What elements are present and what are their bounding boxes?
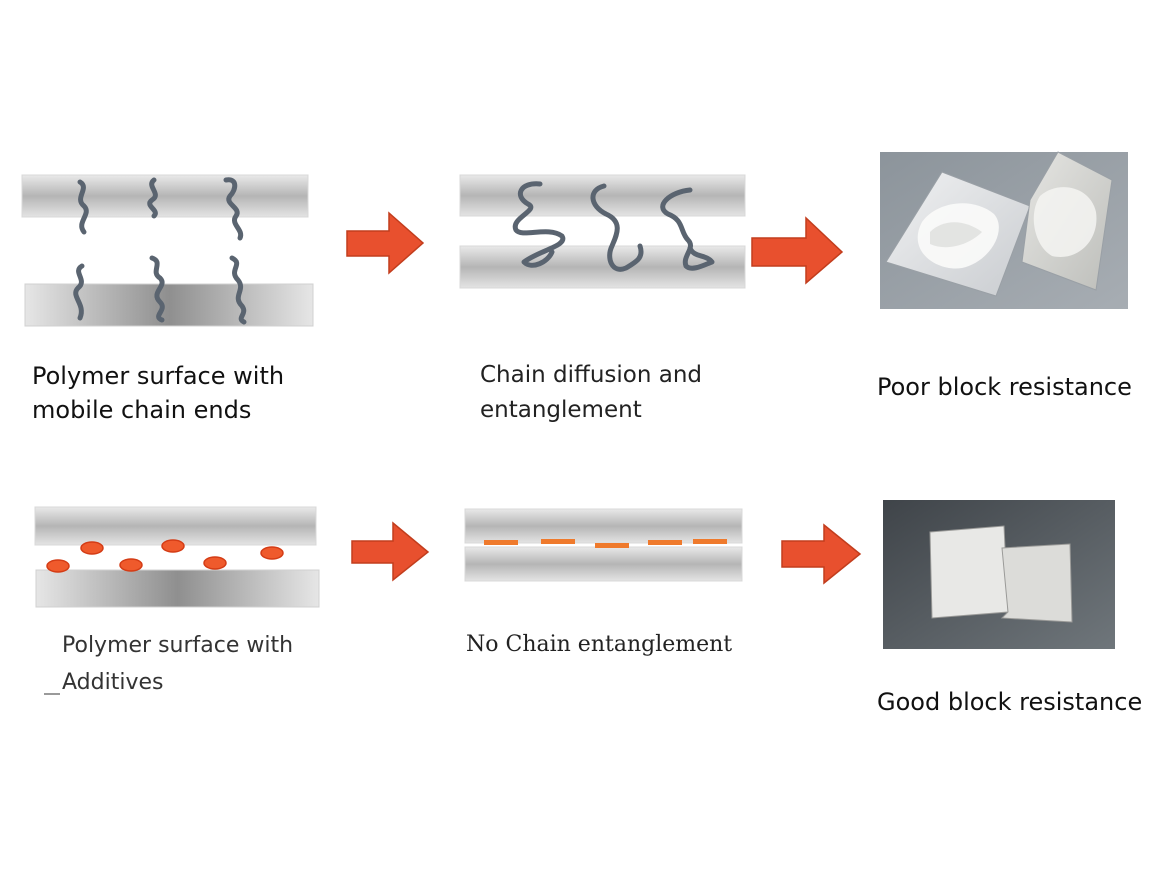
entangled-chain-1 bbox=[512, 181, 566, 268]
bottom-stage2-lower-bar bbox=[464, 546, 743, 582]
bottom-arrow-1 bbox=[351, 521, 430, 582]
bottom-stage2-additive-layer bbox=[484, 539, 727, 548]
bottom-stage2-label: No Chain entanglement bbox=[466, 632, 733, 657]
additive-flattened bbox=[484, 540, 518, 545]
good-block-resistance-photo bbox=[883, 500, 1115, 649]
additive-flattened bbox=[693, 539, 727, 544]
chain-end-lower-2 bbox=[149, 255, 165, 323]
top-stage1-label-line2: mobile chain ends bbox=[32, 396, 252, 424]
additive-particle bbox=[260, 546, 284, 560]
top-stage1-upper-bar bbox=[21, 174, 309, 218]
poor-block-resistance-photo bbox=[880, 151, 1128, 309]
bottom-stage1-additives bbox=[46, 539, 284, 573]
top-arrow-2 bbox=[751, 216, 844, 285]
underscore-mark bbox=[44, 693, 60, 695]
top-stage1-chain-ends bbox=[73, 177, 247, 325]
bottom-stage1-label-line2: Additives bbox=[62, 670, 164, 695]
bottom-stage2-diagram bbox=[464, 508, 743, 582]
additive-flattened bbox=[595, 543, 629, 548]
top-stage2-entangled-chains bbox=[512, 181, 715, 272]
photo-sheet-clean-1 bbox=[929, 525, 1009, 619]
additive-particle bbox=[80, 541, 104, 555]
top-stage2-label-line1: Chain diffusion and bbox=[480, 362, 703, 388]
chain-end-upper-1 bbox=[77, 179, 89, 235]
poor-block-resistance-label: Poor block resistance bbox=[877, 373, 1132, 401]
chain-end-lower-1 bbox=[73, 263, 85, 321]
top-stage1-diagram bbox=[21, 174, 314, 327]
additive-particle bbox=[119, 558, 143, 572]
entangled-chain-3 bbox=[660, 187, 715, 271]
chain-end-upper-2 bbox=[147, 177, 158, 219]
top-arrow-1 bbox=[346, 211, 425, 275]
bottom-stage1-upper-bar bbox=[34, 506, 317, 546]
bottom-stage2-upper-bar bbox=[464, 508, 743, 544]
bottom-arrow-2 bbox=[781, 523, 862, 585]
entangled-chain-2 bbox=[590, 183, 644, 272]
chain-end-lower-3 bbox=[229, 255, 247, 325]
additive-particle bbox=[203, 556, 227, 570]
chain-end-upper-3 bbox=[223, 177, 244, 241]
additive-flattened bbox=[541, 539, 575, 544]
additive-particle bbox=[161, 539, 185, 553]
bottom-stage1-label-line1: Polymer surface with bbox=[62, 633, 294, 658]
top-stage2-diagram bbox=[459, 174, 746, 289]
top-stage1-label-line1: Polymer surface with bbox=[32, 362, 285, 390]
additive-particle bbox=[46, 559, 70, 573]
additive-flattened bbox=[648, 540, 682, 545]
good-block-resistance-label: Good block resistance bbox=[877, 688, 1143, 716]
bottom-stage1-lower-bar bbox=[35, 569, 320, 608]
top-stage2-label-line2: entanglement bbox=[480, 397, 642, 423]
top-stage1-lower-bar bbox=[24, 283, 314, 327]
photo-sheet-clean-2 bbox=[1000, 543, 1073, 623]
bottom-stage1-diagram bbox=[34, 506, 320, 608]
